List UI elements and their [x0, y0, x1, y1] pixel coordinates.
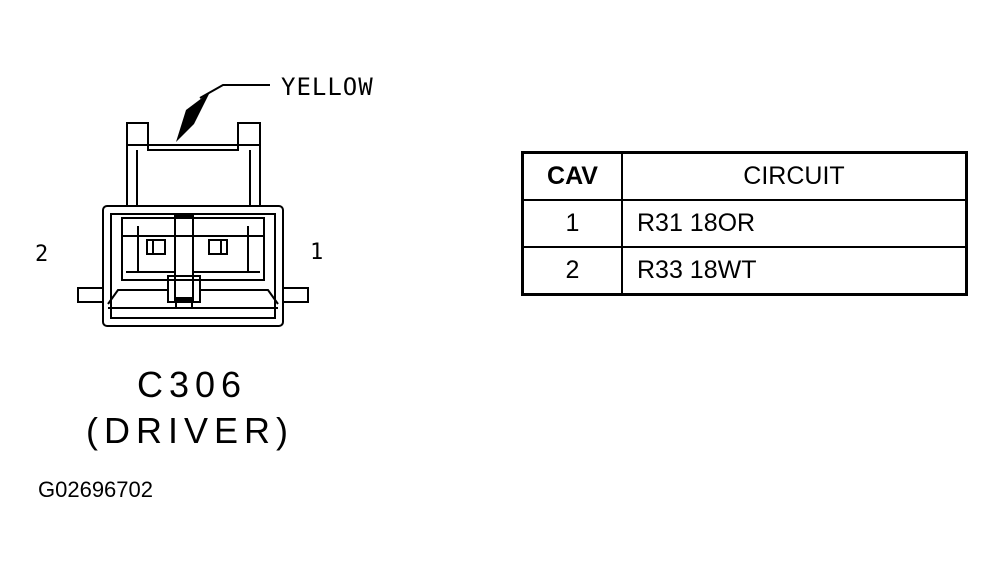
connector-name: C306	[136, 364, 248, 405]
connector-body	[77, 122, 309, 327]
callout-arrow-icon	[176, 92, 210, 142]
header-cav: CAV	[521, 151, 623, 201]
callout-label-yellow: YELLOW	[281, 73, 374, 101]
circuit-cell: R31 18OR	[621, 199, 968, 248]
pinout-table: CAV CIRCUIT 1 R31 18OR 2 R33 18WT	[521, 151, 968, 296]
table-row: 2 R33 18WT	[521, 246, 968, 296]
cav-cell: 2	[521, 246, 623, 296]
cavity-1-label: 1	[310, 240, 324, 265]
connector-location: (DRIVER)	[86, 410, 294, 451]
circuit-cell: R33 18WT	[621, 246, 968, 296]
cav-cell: 1	[521, 199, 623, 248]
header-circuit: CIRCUIT	[621, 151, 968, 201]
pinout-header-row: CAV CIRCUIT	[521, 151, 968, 201]
cavity-2-label: 2	[35, 242, 49, 267]
callout-leader	[199, 84, 270, 99]
figure-id: G02696702	[38, 477, 153, 502]
table-row: 1 R31 18OR	[521, 199, 968, 248]
